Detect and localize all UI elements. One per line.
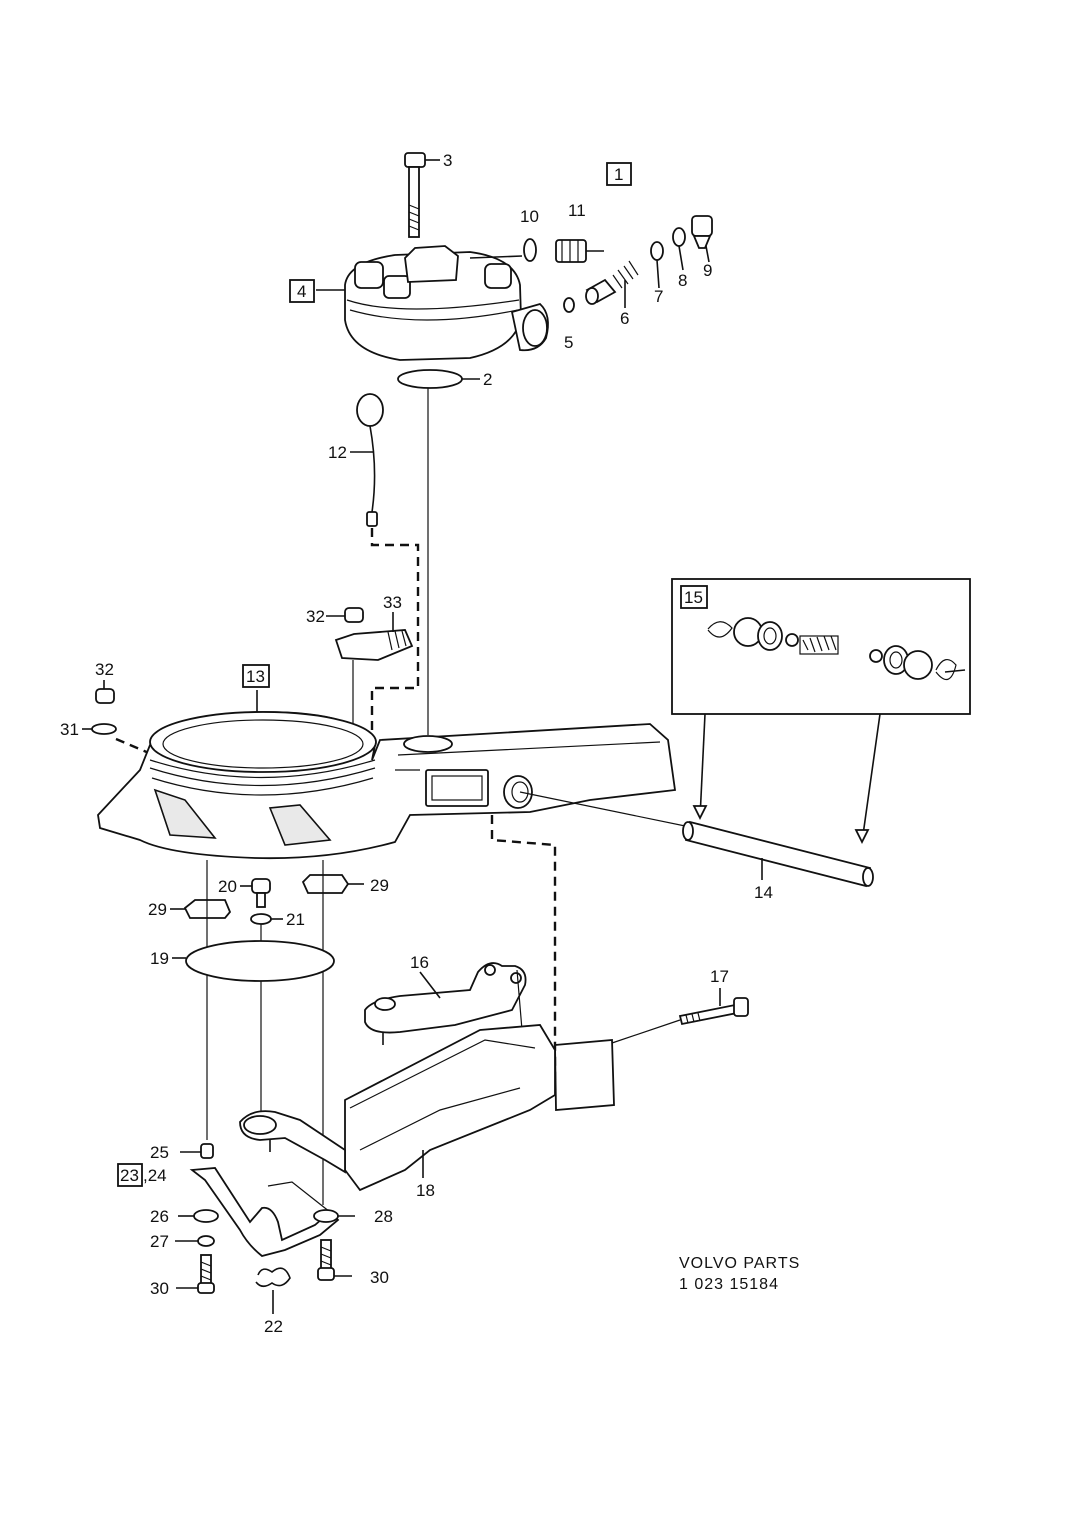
valve-stack bbox=[523, 215, 713, 313]
callout-7: 7 bbox=[654, 287, 663, 306]
pad-29-left bbox=[170, 899, 232, 919]
footer-brand: VOLVO PARTS bbox=[679, 1255, 800, 1272]
footer-part-number: 1 023 15184 bbox=[679, 1276, 779, 1293]
callout-24: ,24 bbox=[143, 1166, 167, 1185]
bolt-3 bbox=[404, 152, 440, 238]
bracket-33 bbox=[326, 607, 414, 820]
lever-arm-18 bbox=[239, 1024, 556, 1192]
callout-17: 17 bbox=[710, 967, 729, 986]
callout-11: 11 bbox=[568, 201, 586, 220]
callout-5: 5 bbox=[564, 333, 573, 352]
gear-housing-13 bbox=[97, 690, 677, 860]
bolt-20-washer-21 bbox=[240, 878, 283, 1118]
plug-9 bbox=[691, 215, 713, 263]
callout-6: 6 bbox=[620, 309, 629, 328]
washer-10 bbox=[523, 238, 537, 262]
callout-32-left: 32 bbox=[95, 660, 114, 679]
piston-spring-6 bbox=[585, 260, 639, 308]
footer: VOLVO PARTS 1 023 15184 bbox=[679, 1255, 800, 1293]
callout-box-13 bbox=[242, 664, 270, 688]
callout-28: 28 bbox=[374, 1207, 393, 1226]
callout-19: 19 bbox=[150, 949, 169, 968]
callout-box-4 bbox=[289, 279, 315, 303]
callout-2: 2 bbox=[483, 370, 492, 389]
callout-15: 15 bbox=[684, 588, 703, 607]
clip-22 bbox=[255, 1267, 291, 1314]
washer-5 bbox=[563, 297, 575, 313]
bolt-17 bbox=[554, 988, 749, 1111]
callout-box-1 bbox=[606, 162, 632, 186]
callout-20: 20 bbox=[218, 877, 237, 896]
callout-3: 3 bbox=[443, 151, 452, 170]
callout-9: 9 bbox=[703, 261, 712, 280]
callout-13: 13 bbox=[246, 667, 265, 686]
callout-22: 22 bbox=[264, 1317, 283, 1336]
callout-10: 10 bbox=[520, 207, 539, 226]
callout-12: 12 bbox=[328, 443, 347, 462]
callout-30-left: 30 bbox=[150, 1279, 169, 1298]
callout-14: 14 bbox=[754, 883, 773, 902]
callout-21: 21 bbox=[286, 910, 305, 929]
callout-labels: 3 1 10 11 4 9 8 7 6 5 2 12 32 33 15 32 1… bbox=[60, 151, 773, 1336]
callout-31: 31 bbox=[60, 720, 79, 739]
plate-19 bbox=[185, 940, 335, 982]
callout-4: 4 bbox=[297, 282, 306, 301]
callout-32-top: 32 bbox=[306, 607, 325, 626]
shaft-14 bbox=[519, 791, 874, 888]
callout-box-15 bbox=[680, 585, 708, 609]
kit-box-15 bbox=[671, 578, 971, 845]
callout-16: 16 bbox=[410, 953, 429, 972]
callout-box-23 bbox=[117, 1163, 143, 1187]
oring-7 bbox=[650, 241, 664, 261]
callout-23: 23 bbox=[120, 1166, 139, 1185]
callout-25: 25 bbox=[150, 1143, 169, 1162]
callout-18: 18 bbox=[416, 1181, 435, 1200]
callout-1: 1 bbox=[614, 165, 623, 184]
callout-29-left: 29 bbox=[148, 900, 167, 919]
callout-30-right: 30 bbox=[370, 1268, 389, 1287]
union-11 bbox=[555, 239, 604, 263]
callout-8: 8 bbox=[678, 271, 687, 290]
washer-8 bbox=[672, 227, 686, 247]
gasket-2 bbox=[397, 369, 463, 389]
callout-29-right: 29 bbox=[370, 876, 389, 895]
callout-27: 27 bbox=[150, 1232, 169, 1251]
lever-16 bbox=[364, 962, 527, 1045]
bracket-23-assembly bbox=[175, 1143, 355, 1294]
dipstick-12 bbox=[350, 393, 420, 735]
pad-29-right bbox=[301, 874, 364, 894]
callout-26: 26 bbox=[150, 1207, 169, 1226]
cover-housing-4 bbox=[316, 245, 549, 361]
callout-33: 33 bbox=[383, 593, 402, 612]
